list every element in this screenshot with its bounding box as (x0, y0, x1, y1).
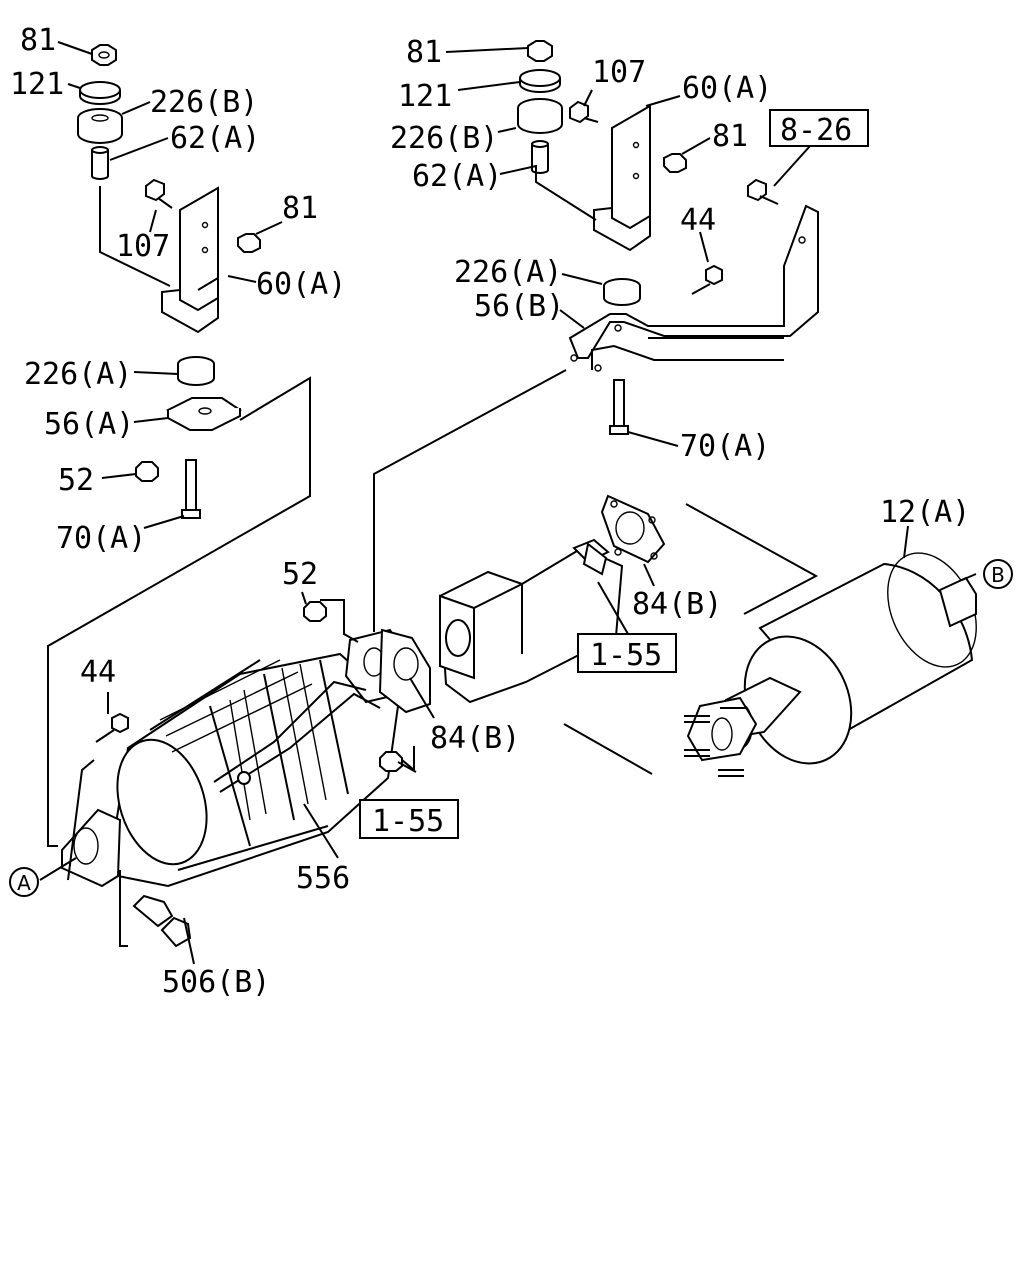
label-556: 556 (296, 861, 350, 896)
ref-label: 1-55 (590, 638, 662, 673)
dpf-assembly (39, 591, 435, 965)
label-506b: 506(B) (162, 965, 270, 1000)
label-56a: 56(A) (44, 407, 134, 442)
marker-b: B (983, 559, 1013, 589)
label-56b: 56(B) (474, 289, 564, 324)
label-107: 107 (592, 55, 646, 90)
label-84b: 84(B) (430, 721, 520, 756)
label-226a: 226(A) (24, 357, 132, 392)
label-12a: 12(A) (880, 495, 970, 530)
label-52: 52 (58, 463, 94, 498)
label-60a: 60(A) (256, 267, 346, 302)
label-107: 107 (116, 229, 170, 264)
ref-label: 1-55 (372, 804, 444, 839)
label-226b: 226(B) (150, 85, 258, 120)
label-226b: 226(B) (390, 121, 498, 156)
middle-pipe-assembly (438, 494, 666, 704)
label-44: 44 (80, 655, 116, 690)
reference-1-55-lower[interactable]: 1-55 (359, 799, 459, 839)
reference-8-26[interactable]: 8-26 (769, 109, 869, 148)
left-mount-stack (47, 41, 311, 847)
muffler-assembly (563, 503, 977, 777)
label-81: 81 (406, 35, 442, 70)
label-62a: 62(A) (170, 121, 260, 156)
ref-label: 8-26 (780, 113, 852, 148)
label-121: 121 (398, 79, 452, 114)
label-81: 81 (282, 191, 318, 226)
label-121: 121 (10, 67, 64, 102)
marker-a-letter: A (17, 871, 31, 895)
label-81: 81 (712, 119, 748, 154)
marker-b-letter: B (991, 563, 1005, 587)
reference-1-55-upper[interactable]: 1-55 (577, 633, 677, 673)
marker-a: A (9, 867, 39, 897)
label-84b: 84(B) (632, 587, 722, 622)
label-81: 81 (20, 23, 56, 58)
label-52: 52 (282, 557, 318, 592)
label-62a: 62(A) (412, 159, 502, 194)
label-70a: 70(A) (680, 429, 770, 464)
part-number-labels: 81 121 226(B) 62(A) 107 81 60(A) 226(A) … (10, 23, 970, 1000)
label-44: 44 (680, 203, 716, 238)
label-226a: 226(A) (454, 255, 562, 290)
right-mount-stack (373, 40, 819, 632)
label-70a: 70(A) (56, 521, 146, 556)
label-60a: 60(A) (682, 71, 772, 106)
